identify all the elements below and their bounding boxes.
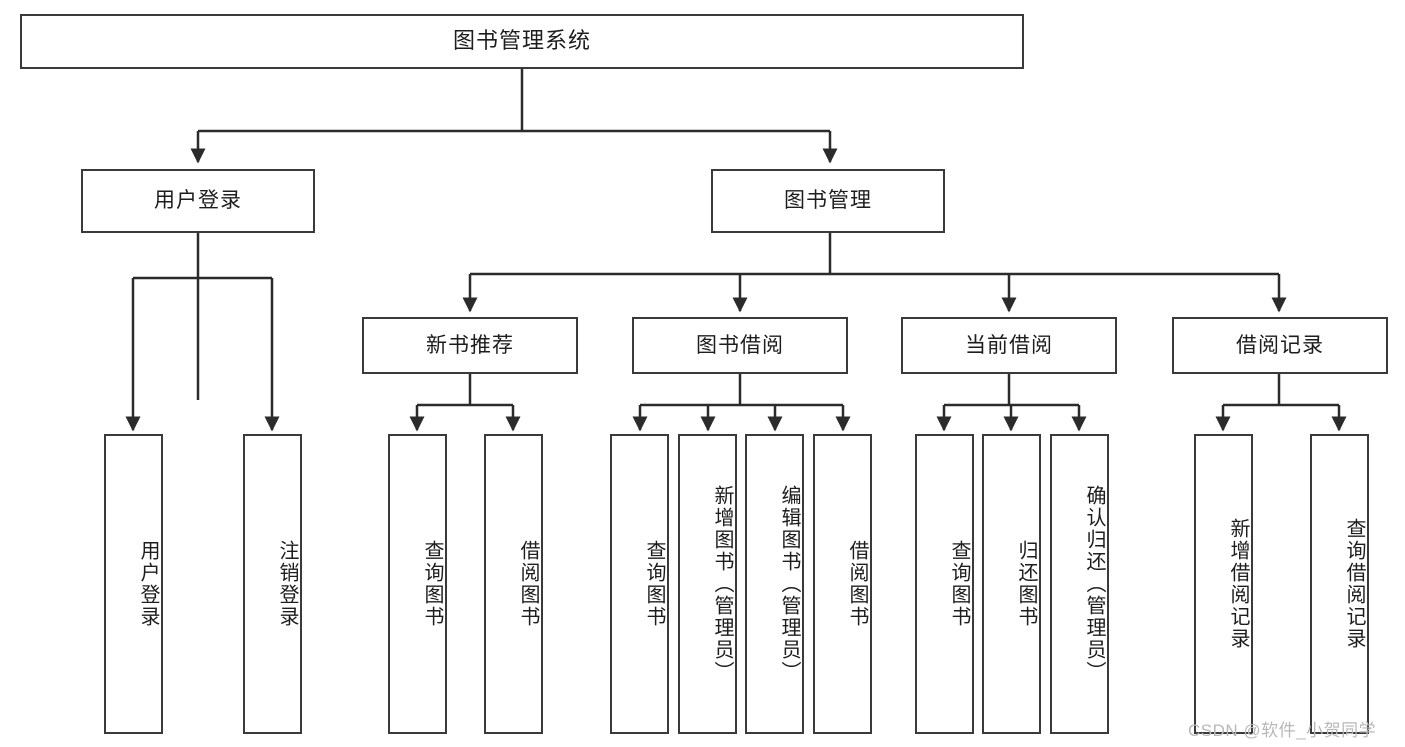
leaf-query-borrow-record-label: 查询借阅记录 [1343,518,1365,650]
leaf-query-book-borrow-label: 查询图书 [643,540,665,628]
leaf-user-login-label: 用户登录 [137,540,159,628]
leaf-borrow-book-label: 借阅图书 [846,540,868,628]
node-user-login-label: 用户登录 [154,189,242,213]
node-current-borrow-label: 当前借阅 [965,333,1053,357]
leaf-logout-label: 注销登录 [276,540,298,628]
csdn-watermark: CSDN @软件_小贺同学 [1188,721,1377,740]
leaf-confirm-return-admin-label: 确认归还（管理员） [1083,485,1105,683]
leaf-user-login[interactable]: 用户登录 [104,434,163,734]
node-root-label: 图书管理系统 [452,28,591,54]
node-borrow-record[interactable]: 借阅记录 [1172,317,1388,374]
leaf-query-borrow-record[interactable]: 查询借阅记录 [1310,434,1369,734]
leaf-add-borrow-record[interactable]: 新增借阅记录 [1194,434,1253,734]
leaf-query-book-recommend[interactable]: 查询图书 [388,434,447,734]
leaf-return-book[interactable]: 归还图书 [982,434,1041,734]
node-book-borrow-label: 图书借阅 [696,333,784,357]
node-root[interactable]: 图书管理系统 [20,14,1024,69]
leaf-return-book-label: 归还图书 [1015,540,1037,628]
leaf-query-book-current-label: 查询图书 [948,540,970,628]
leaf-query-book-recommend-label: 查询图书 [421,540,443,628]
leaf-borrow-book[interactable]: 借阅图书 [813,434,872,734]
leaf-edit-book-admin-label: 编辑图书（管理员） [778,485,800,683]
leaf-borrow-book-recommend-label: 借阅图书 [517,540,539,628]
leaf-add-book-admin[interactable]: 新增图书（管理员） [678,434,737,734]
leaf-borrow-book-recommend[interactable]: 借阅图书 [484,434,543,734]
leaf-query-book-current[interactable]: 查询图书 [915,434,974,734]
node-borrow-record-label: 借阅记录 [1236,333,1324,357]
node-book-management-label: 图书管理 [784,189,872,213]
leaf-edit-book-admin[interactable]: 编辑图书（管理员） [745,434,804,734]
leaf-logout[interactable]: 注销登录 [243,434,302,734]
node-book-borrow[interactable]: 图书借阅 [632,317,848,374]
node-user-login[interactable]: 用户登录 [81,169,315,233]
node-book-management[interactable]: 图书管理 [711,169,945,233]
leaf-confirm-return-admin[interactable]: 确认归还（管理员） [1050,434,1109,734]
node-new-book-recommend[interactable]: 新书推荐 [362,317,578,374]
node-current-borrow[interactable]: 当前借阅 [901,317,1117,374]
node-new-book-recommend-label: 新书推荐 [426,333,514,357]
leaf-add-borrow-record-label: 新增借阅记录 [1227,518,1249,650]
leaf-query-book-borrow[interactable]: 查询图书 [610,434,669,734]
leaf-add-book-admin-label: 新增图书（管理员） [711,485,733,683]
